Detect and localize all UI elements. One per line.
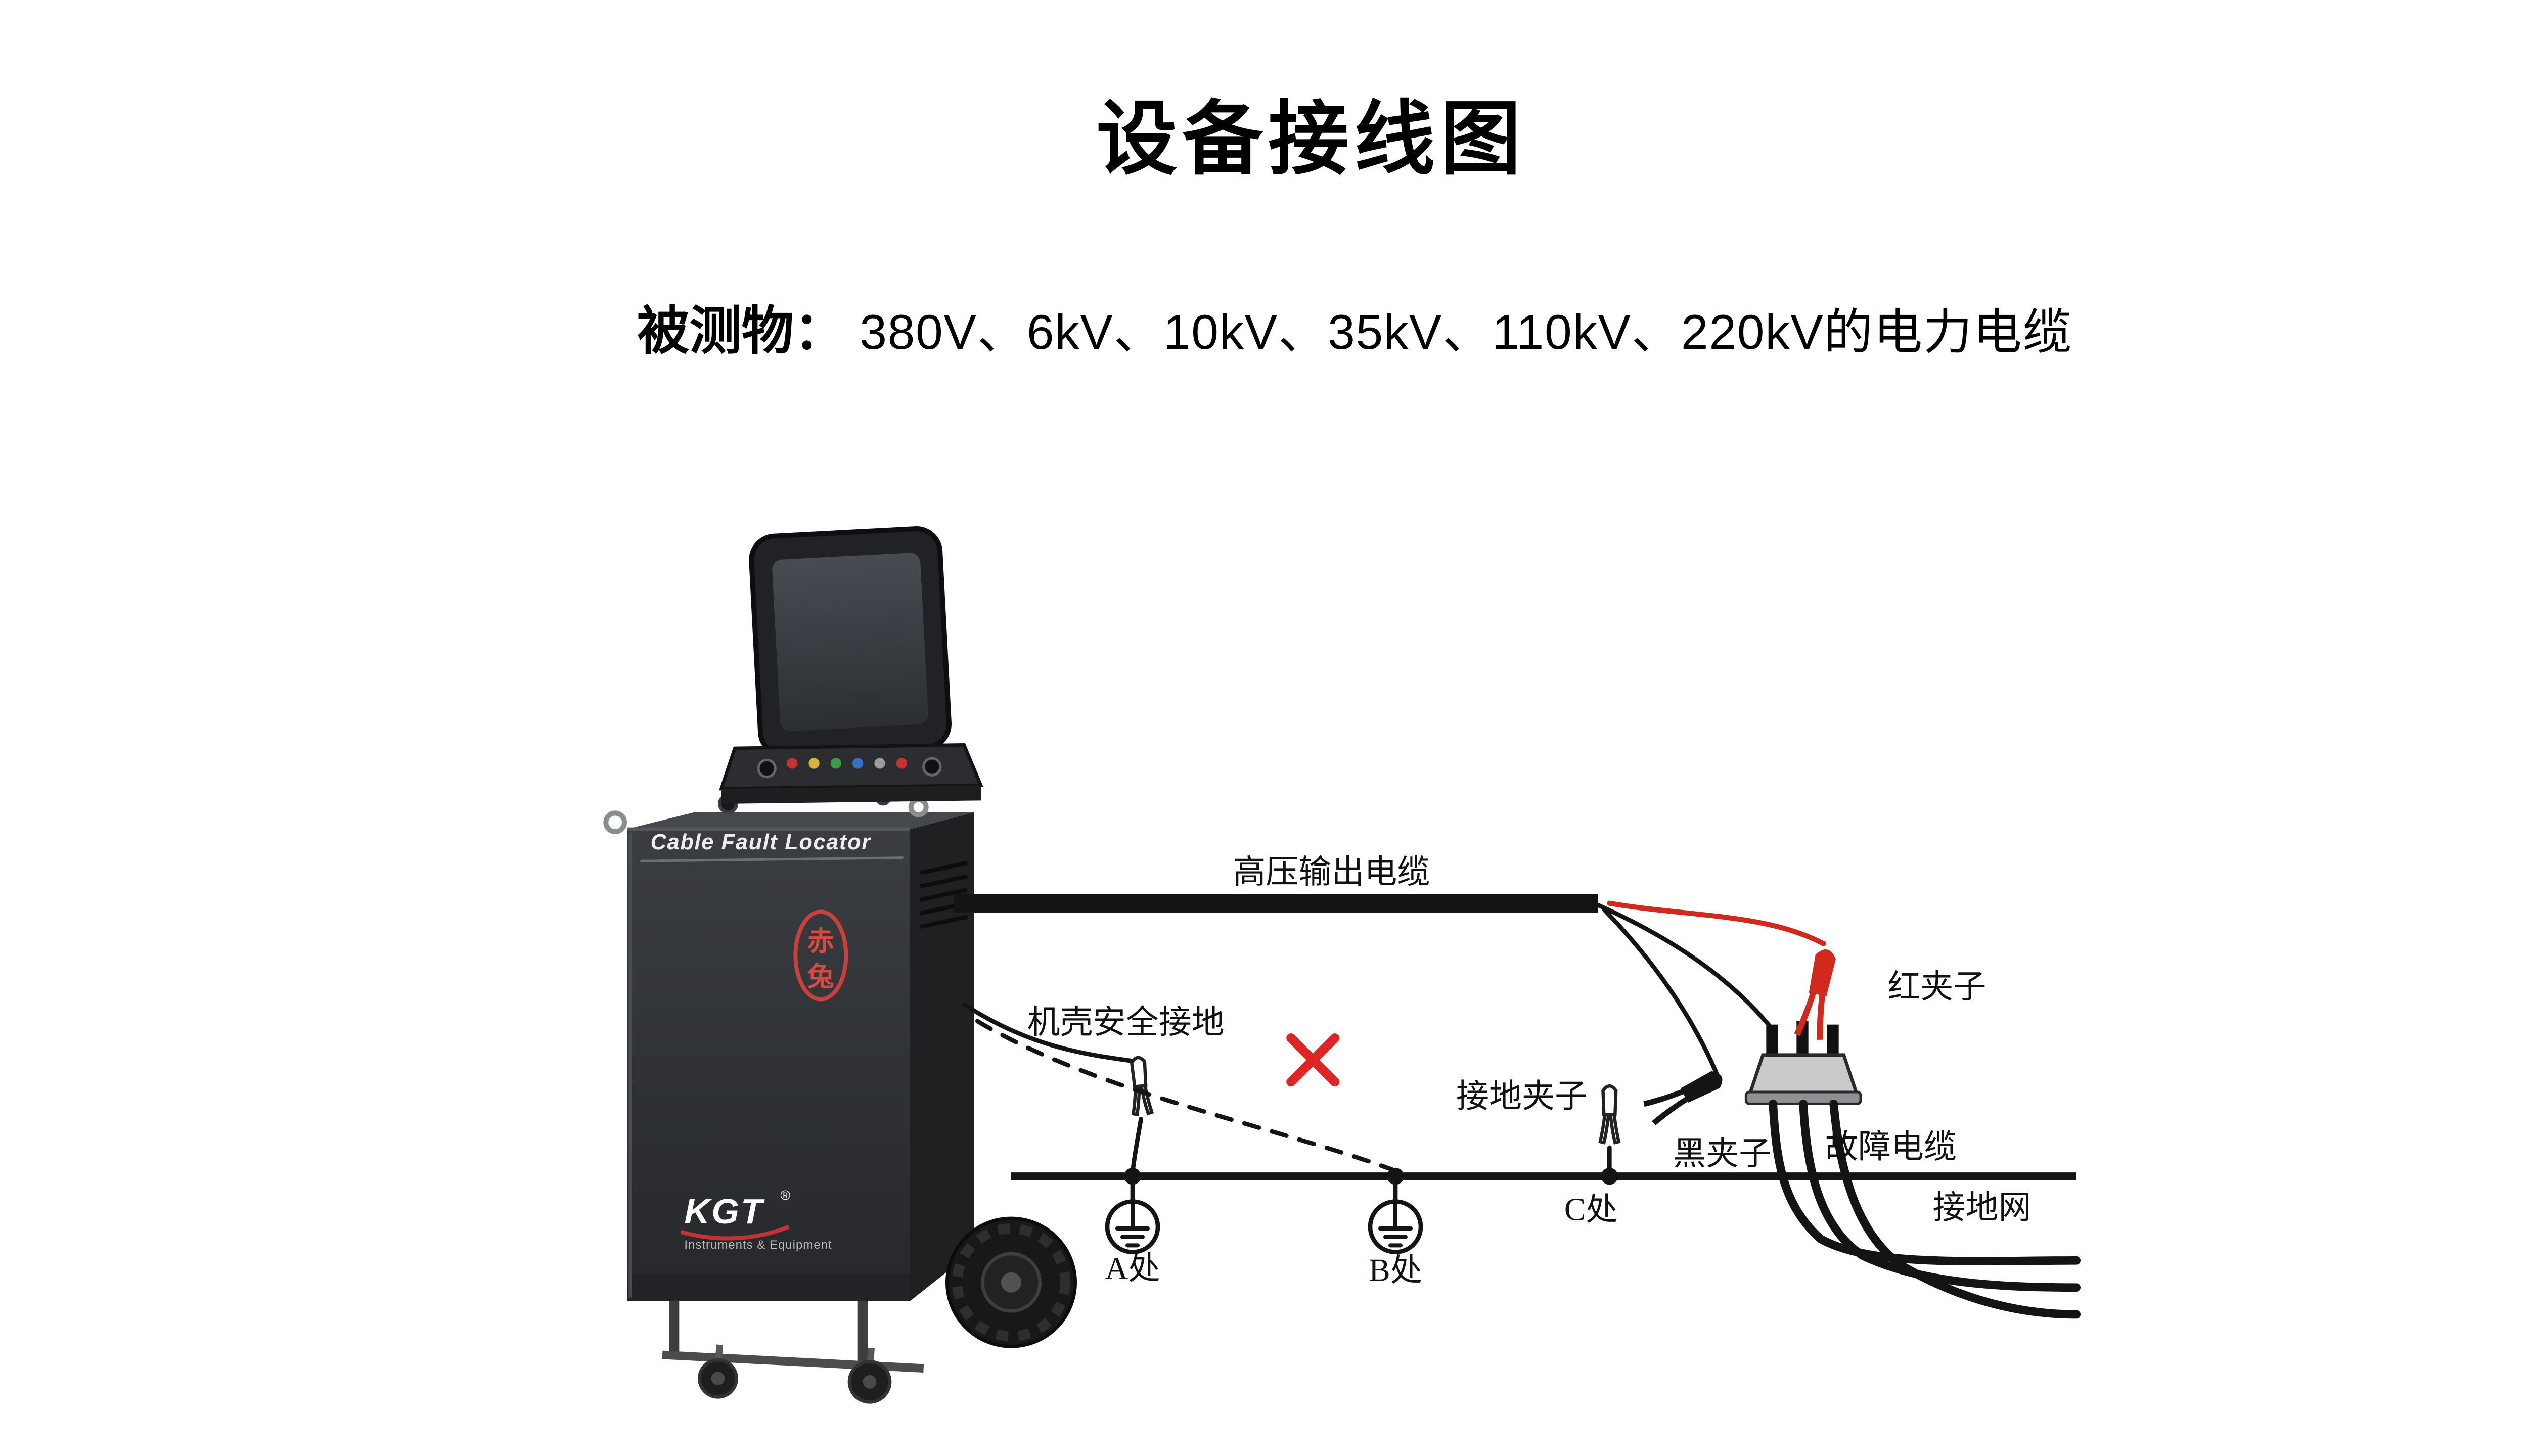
brand-reg-mark: ® [780,1188,790,1203]
cabinet-front-face [627,829,910,1301]
lifting-eye-left [603,810,627,834]
brand-swoosh [680,1224,790,1241]
chassis-ground-wire-tail [1130,1117,1144,1175]
fault-cable-bundle [1769,1100,2081,1319]
main-wheel [945,1216,1077,1348]
label-red-clamp: 红夹子 [1887,969,1986,1005]
case-lid [749,526,952,758]
cable-termination-block [1744,1021,1862,1105]
case-base-lip [721,785,981,804]
device-screen [772,553,928,732]
control-case [719,526,983,804]
cabinet-base-band [627,1274,910,1301]
caster-wheel-front [698,1344,738,1399]
node-c-dot [1601,1168,1618,1185]
label-point-c: C处 [1564,1192,1618,1227]
chitu-seal: 赤 兔 [793,909,848,1002]
cart-frame [662,1297,924,1404]
label-ground-net: 接地网 [1932,1190,2031,1226]
label-chassis-ground: 机壳安全接地 [1027,1004,1225,1040]
label-hv-output-cable: 高压输出电缆 [1233,854,1430,891]
label-fault-cable: 故障电缆 [1825,1129,1957,1165]
cabinet: Cable Fault Locator 赤 兔 KGT ® Instrument… [603,789,974,1301]
connector-jacks [757,757,942,779]
cable-fault-locator-device: Cable Fault Locator 赤 兔 KGT ® Instrument… [603,526,1077,1404]
red-x-icon [1286,1033,1340,1087]
wiring: 高压输出电缆 机壳安全接地 A处 B处 C处 接地夹子 [954,854,2081,1319]
node-a-dot [1124,1168,1141,1185]
brand-text: KGT [684,1192,765,1231]
chassis-ground-wire [962,1002,1140,1064]
connector-wire [1595,902,1774,1030]
caster-wheel-rear [847,1348,892,1404]
subtitle-label: 被测物： [637,301,846,360]
ground-clamp-icon [1600,1086,1619,1143]
brand-subtitle: Instruments & Equipment [684,1238,832,1252]
node-b-dot [1387,1168,1404,1185]
kgt-logo: KGT ® Instruments & Equipment [680,1188,832,1252]
seal-char-bottom: 兔 [807,962,834,992]
cabinet-side-face [910,812,974,1301]
earth-symbol-a-icon [1107,1202,1158,1252]
cabinet-top-face [627,812,974,829]
device-panel-label: Cable Fault Locator [651,830,872,854]
label-black-clamp: 黑夹子 [1673,1135,1772,1172]
subtitle-value: 380V、6kV、10kV、35kV、110kV、220kV的电力电缆 [860,305,2072,359]
label-ground-clamp: 接地夹子 [1456,1078,1588,1115]
page-title: 设备接线图 [1096,94,1526,184]
black-clamp-wire [1602,907,1720,1078]
red-clamp-wire [1607,900,1826,946]
wire-grip-clamp-a-icon [1128,1057,1152,1115]
subtitle: 被测物： 380V、6kV、10kV、35kV、110kV、220kV的电力电缆 [637,301,2072,360]
wrong-ground-path-dashed [975,1019,1394,1172]
seal-char-top: 赤 [807,926,834,957]
earth-symbol-b-icon [1370,1202,1421,1252]
lifting-eye-right [908,797,929,817]
label-point-b: B处 [1369,1252,1422,1288]
vent-slots [920,860,968,929]
label-point-a: A处 [1105,1251,1160,1286]
black-clamp-icon [1642,1064,1728,1126]
